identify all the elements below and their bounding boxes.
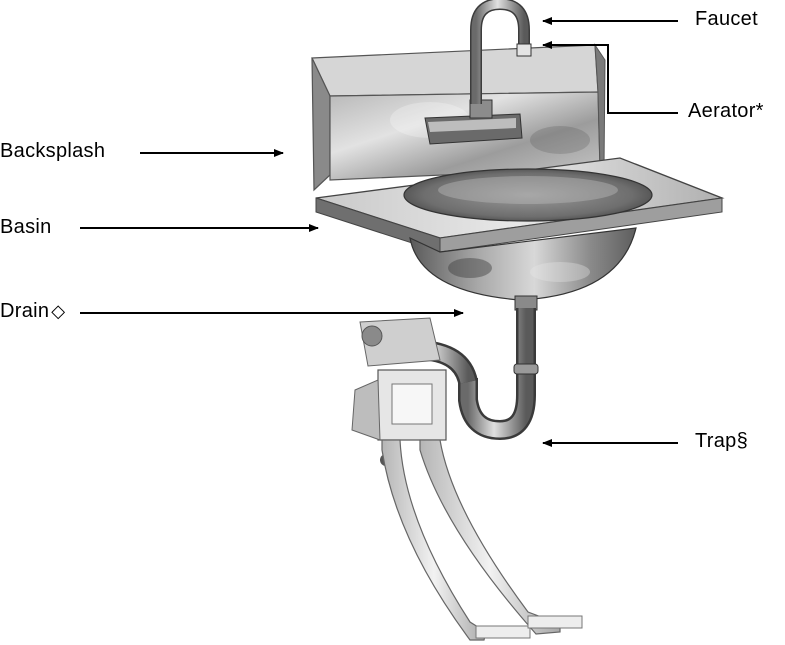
aerator-arrow bbox=[542, 41, 678, 114]
aerator-shape bbox=[516, 43, 532, 57]
pedal-valve-shape bbox=[351, 317, 583, 641]
backsplash-label: Backsplash bbox=[0, 140, 106, 162]
drain-label: Drain◇ bbox=[0, 300, 65, 323]
faucet-label: Faucet bbox=[695, 8, 758, 30]
basin-shape bbox=[315, 157, 725, 301]
aerator-label: Aerator* bbox=[688, 100, 764, 122]
basin-label: Basin bbox=[0, 216, 52, 238]
trap-label: Trap§ bbox=[695, 430, 749, 452]
faucet-shape bbox=[470, 0, 532, 104]
drain-diamond-symbol: ◇ bbox=[51, 301, 66, 322]
drain-label-text: Drain bbox=[0, 300, 50, 322]
leader-arrows bbox=[80, 17, 678, 447]
faucet-base bbox=[424, 99, 523, 145]
